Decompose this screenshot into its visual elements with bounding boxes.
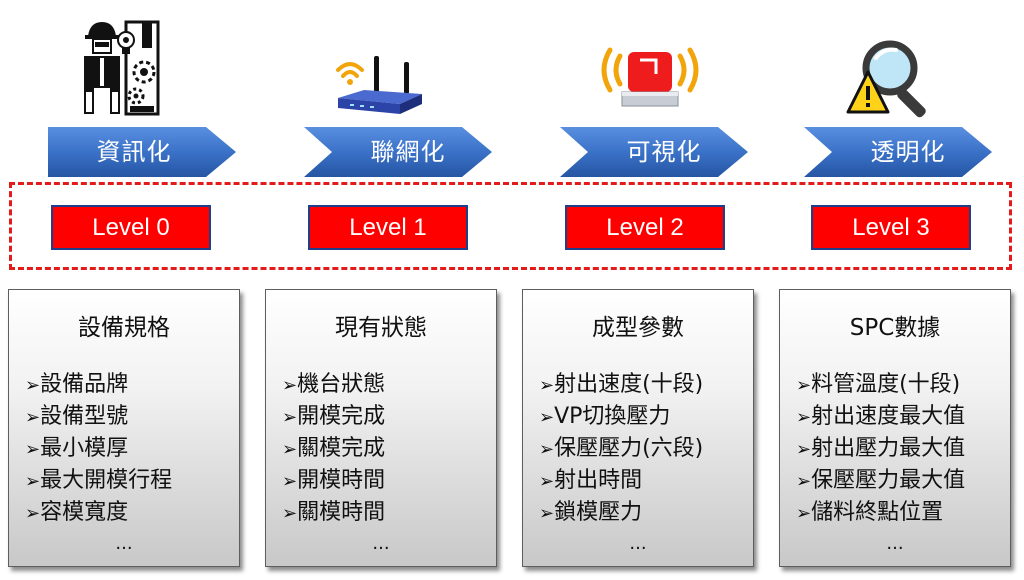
- list-item: ➢料管溫度(十段): [796, 372, 961, 397]
- list-item: ➢最大開模行程: [25, 468, 173, 493]
- list-item: ➢設備型號: [25, 404, 129, 429]
- magnifier-warning-icon: [846, 36, 940, 120]
- arrow-bullet-icon: ➢: [25, 439, 41, 460]
- stage-arrow-label: 聯網化: [370, 138, 446, 166]
- card-title: 設備規格: [78, 315, 170, 341]
- list-item: ➢鎖模壓力: [539, 500, 643, 525]
- card-spc-data: SPC數據 ➢料管溫度(十段) ➢射出速度最大值 ➢射出壓力最大值 ➢保壓壓力最…: [779, 289, 1011, 567]
- more-ellipsis: ...: [115, 533, 133, 554]
- list-item: ➢最小模厚: [25, 436, 129, 461]
- stage-arrow-0: 資訊化: [48, 127, 238, 177]
- list-item: ➢保壓壓力最大值: [796, 468, 966, 493]
- arrow-bullet-icon: ➢: [25, 503, 41, 524]
- level-badge-1: Level 1: [308, 205, 468, 250]
- list-item: ➢射出速度最大值: [796, 404, 966, 429]
- card-item-list: ➢機台狀態 ➢開模完成 ➢關模完成 ➢開模時間 ➢關模時間: [282, 369, 385, 529]
- level-badge-2: Level 2: [565, 205, 725, 250]
- arrow-bullet-icon: ➢: [282, 407, 298, 428]
- list-item: ➢機台狀態: [282, 372, 386, 397]
- arrow-bullet-icon: ➢: [539, 503, 555, 524]
- list-item: ➢VP切換壓力: [539, 404, 671, 429]
- level-badge-0: Level 0: [51, 205, 211, 250]
- arrow-bullet-icon: ➢: [796, 503, 812, 524]
- wifi-router-icon: [330, 52, 424, 118]
- list-item: ➢射出壓力最大值: [796, 436, 966, 461]
- card-molding-params: 成型參數 ➢射出速度(十段) ➢VP切換壓力 ➢保壓壓力(六段) ➢射出時間 ➢…: [522, 289, 754, 567]
- card-equipment-spec: 設備規格 ➢設備品牌 ➢設備型號 ➢最小模厚 ➢最大開模行程 ➢容模寬度 ...: [8, 289, 240, 567]
- level-region: [9, 182, 1012, 270]
- list-item: ➢容模寬度: [25, 500, 129, 525]
- list-item: ➢開模完成: [282, 404, 386, 429]
- arrow-bullet-icon: ➢: [539, 407, 555, 428]
- arrow-bullet-icon: ➢: [25, 375, 41, 396]
- arrow-bullet-icon: ➢: [282, 375, 298, 396]
- stage-arrow-3: 透明化: [804, 127, 994, 177]
- stage-arrow-2: 可視化: [560, 127, 750, 177]
- more-ellipsis: ...: [629, 533, 647, 554]
- list-item: ➢關模時間: [282, 500, 386, 525]
- list-item: ➢保壓壓力(六段): [539, 436, 704, 461]
- card-title: 現有狀態: [335, 315, 427, 341]
- worker-machine-icon: [78, 18, 164, 116]
- list-item: ➢射出速度(十段): [539, 372, 704, 397]
- card-title: SPC數據: [849, 315, 941, 341]
- card-title: 成型參數: [592, 315, 684, 341]
- arrow-bullet-icon: ➢: [796, 471, 812, 492]
- card-item-list: ➢設備品牌 ➢設備型號 ➢最小模厚 ➢最大開模行程 ➢容模寬度: [25, 369, 172, 529]
- list-item: ➢射出時間: [539, 468, 643, 493]
- arrow-bullet-icon: ➢: [539, 439, 555, 460]
- arrow-bullet-icon: ➢: [25, 407, 41, 428]
- arrow-bullet-icon: ➢: [539, 375, 555, 396]
- card-item-list: ➢料管溫度(十段) ➢射出速度最大值 ➢射出壓力最大值 ➢保壓壓力最大值 ➢儲料…: [796, 369, 965, 529]
- more-ellipsis: ...: [886, 533, 904, 554]
- list-item: ➢開模時間: [282, 468, 386, 493]
- stage-arrow-label: 可視化: [626, 138, 702, 166]
- arrow-bullet-icon: ➢: [796, 439, 812, 460]
- list-item: ➢關模完成: [282, 436, 386, 461]
- arrow-bullet-icon: ➢: [796, 375, 812, 396]
- arrow-bullet-icon: ➢: [282, 503, 298, 524]
- alarm-light-icon: [596, 40, 704, 112]
- arrow-bullet-icon: ➢: [539, 471, 555, 492]
- level-badge-3: Level 3: [811, 205, 971, 250]
- stage-arrow-1: 聯網化: [304, 127, 494, 177]
- list-item: ➢設備品牌: [25, 372, 129, 397]
- card-item-list: ➢射出速度(十段) ➢VP切換壓力 ➢保壓壓力(六段) ➢射出時間 ➢鎖模壓力: [539, 369, 703, 529]
- arrow-bullet-icon: ➢: [25, 471, 41, 492]
- arrow-bullet-icon: ➢: [282, 471, 298, 492]
- arrow-bullet-icon: ➢: [282, 439, 298, 460]
- arrow-bullet-icon: ➢: [796, 407, 812, 428]
- list-item: ➢儲料終點位置: [796, 500, 944, 525]
- more-ellipsis: ...: [372, 533, 390, 554]
- stage-arrow-label: 透明化: [870, 138, 946, 166]
- stage-arrow-label: 資訊化: [96, 138, 172, 166]
- card-current-status: 現有狀態 ➢機台狀態 ➢開模完成 ➢關模完成 ➢開模時間 ➢關模時間 ...: [265, 289, 497, 567]
